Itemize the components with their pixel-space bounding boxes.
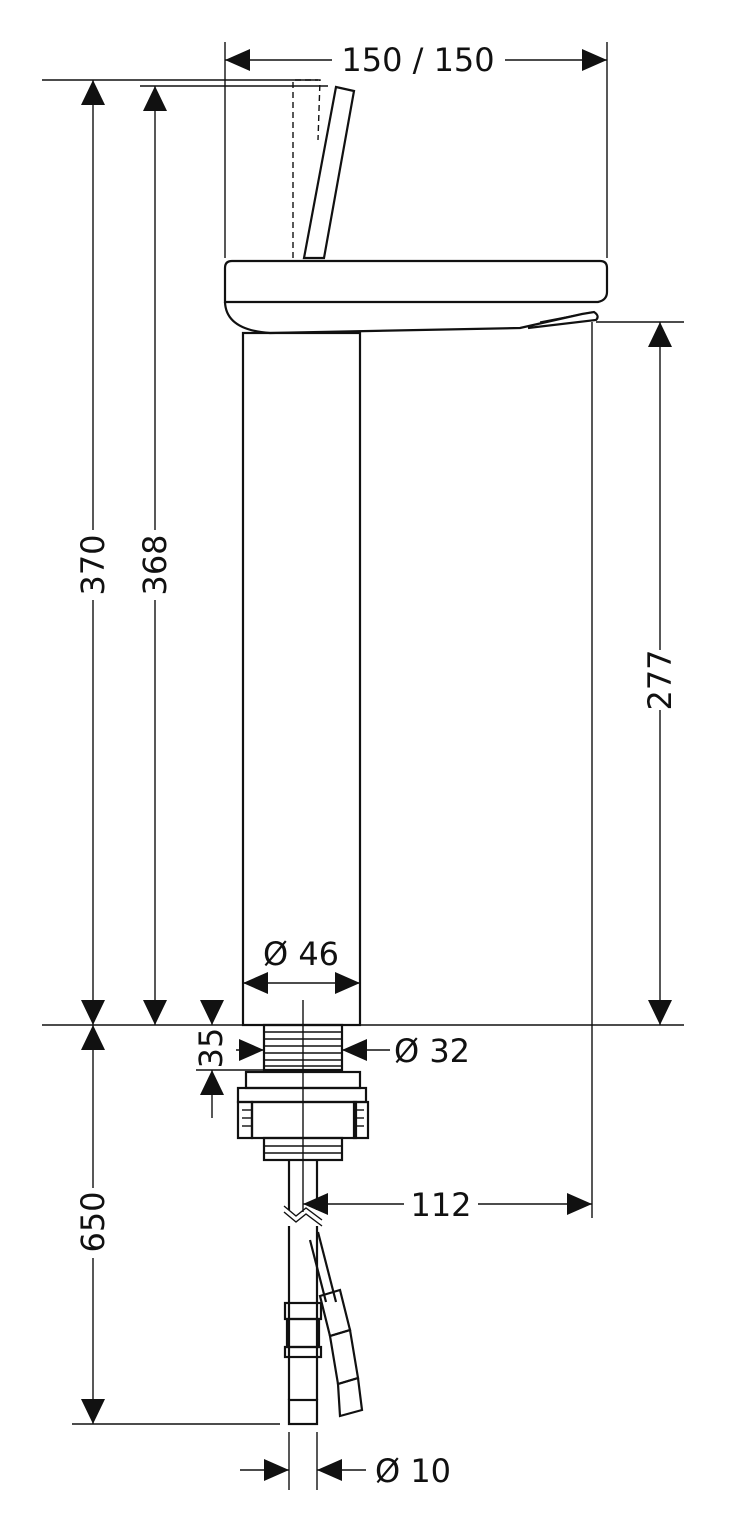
dim-thread-diameter: Ø 32: [394, 1032, 470, 1070]
dim-total-height: 370: [74, 534, 112, 595]
aerator-tip: [539, 311, 593, 323]
column-body: [241, 331, 362, 1027]
dimension-lines: [81, 49, 672, 1481]
dim-body-diameter: Ø 46: [263, 935, 339, 973]
dim-hose-diameter: Ø 10: [375, 1452, 451, 1490]
dimension-labels: 150 / 150 370 368 277 Ø 46 35 Ø 32 650 1…: [74, 41, 679, 1490]
dim-spout-reach: 112: [410, 1186, 471, 1224]
dim-hose-length: 650: [74, 1191, 112, 1252]
dim-body-height: 368: [136, 534, 174, 595]
lever-handle: [302, 85, 356, 260]
supply-hoses: [283, 1160, 364, 1426]
extension-lines: [42, 42, 684, 1490]
spout-head: [223, 259, 609, 304]
dim-spout-height: 277: [641, 649, 679, 710]
faucet-outline: [223, 79, 609, 1426]
spout-underside: [223, 301, 599, 335]
dim-top-width: 150 / 150: [341, 41, 494, 79]
lever-handle-dashed: [292, 79, 321, 258]
dim-thread-length: 35: [192, 1028, 230, 1069]
